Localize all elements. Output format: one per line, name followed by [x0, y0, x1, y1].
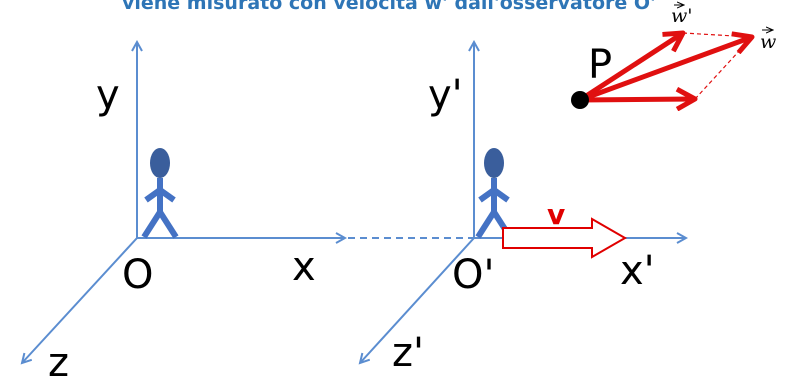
label-x-prime: x' — [620, 248, 655, 294]
label-origin-o-prime: O' — [452, 252, 494, 298]
z-axis — [22, 237, 138, 363]
frame-o: y x z O — [22, 42, 345, 380]
velocity-arrow: v — [502, 198, 628, 259]
observer-figure-icon — [141, 148, 179, 239]
vector-w — [579, 37, 752, 103]
label-y: y — [96, 72, 120, 118]
vector-w-prime — [578, 33, 683, 103]
point-p-dot — [571, 91, 589, 109]
z-prime-axis — [360, 237, 475, 363]
caption: viene misurato con velocità w' dall'osse… — [122, 0, 656, 14]
vector-v-small — [579, 99, 695, 100]
label-origin-o: O — [122, 252, 153, 298]
label-z-prime: z' — [392, 330, 424, 376]
dashed-parallelogram-top — [682, 32, 753, 38]
hollow-arrow-icon — [502, 217, 628, 259]
vector-w-label: w — [760, 31, 776, 53]
point-label: P — [588, 42, 612, 88]
vector-w-prime-label: w' — [671, 5, 693, 27]
point-p-group: P w' w — [571, 5, 776, 109]
velocity-label: v — [547, 198, 565, 231]
label-z: z — [48, 340, 69, 380]
label-y-prime: y' — [428, 72, 463, 118]
frame-o-prime: y' x' z' O' — [360, 42, 686, 376]
observer-prime-figure-icon — [475, 148, 513, 239]
label-x: x — [292, 244, 316, 290]
